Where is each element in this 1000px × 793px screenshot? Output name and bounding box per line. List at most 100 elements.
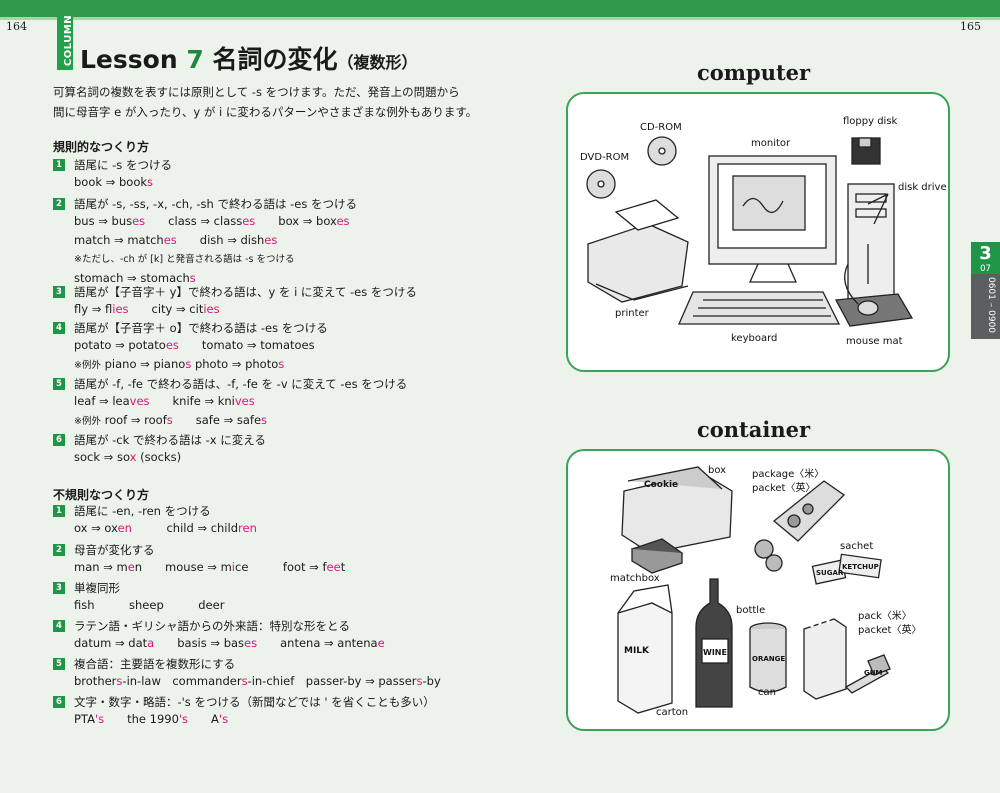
label-package: package〈米〉 [752, 469, 825, 480]
rule-number-badge: 4 [53, 322, 65, 334]
example-text: -in-chief passer-by ⇒ passer [247, 674, 417, 688]
rule-number-badge: 2 [53, 544, 65, 556]
example-text: photo ⇒ photo [191, 357, 279, 371]
label-dvdrom: DVD-ROM [580, 152, 630, 163]
example-line: stomach ⇒ stomachs [74, 270, 196, 287]
plural-ending: es [242, 214, 256, 228]
example-text: A [188, 712, 219, 726]
rule-title: 語尾が【子音字＋ o】で終わる語は -es をつける [74, 321, 328, 335]
plural-ending: es [163, 233, 177, 247]
example-line: PTA's the 1990's A's [74, 711, 228, 728]
column-tab: COLUMN [57, 14, 75, 70]
intro: 可算名詞の複数を表すには原則として -s をつけます。ただ、発音上の問題から 間… [53, 82, 493, 122]
plural-ending: ee [326, 560, 341, 574]
rule-number-badge: 1 [53, 505, 65, 517]
example-text: n mouse ⇒ m [134, 560, 232, 574]
plural-ending: s [278, 357, 285, 371]
label-printer: printer [615, 308, 649, 319]
plural-ending: ves [234, 394, 255, 408]
example-text: class ⇒ class [145, 214, 243, 228]
rule-title: 語尾が -s, -ss, -x, -ch, -sh で終わる語は -es をつけ… [74, 197, 358, 211]
label-pack: pack〈米〉 [858, 611, 912, 622]
container-heading: container [697, 417, 811, 442]
example-text: child ⇒ child [131, 521, 239, 535]
label-bottle: bottle [736, 605, 766, 616]
plural-ending: e [377, 636, 385, 650]
rule-title: 語尾が -ck で終わる語は -x に変える [74, 433, 266, 447]
rule-title: 母音が変化する [74, 543, 155, 557]
rule-title: 語尾に -en, -ren をつける [74, 504, 211, 518]
rule-title: 語尾が -f, -fe で終わる語は、-f, -fe を -v に変えて -es… [74, 377, 408, 391]
example-line: sock ⇒ sox (socks) [74, 449, 181, 466]
example-text: (socks) [136, 450, 182, 464]
lesson-main: 名詞の変化 [212, 45, 338, 74]
plural-ending: ies [112, 302, 129, 316]
plural-ending: s [416, 674, 423, 688]
plural-ending: s [185, 357, 192, 371]
example-text: PTA [74, 712, 95, 726]
example-text: t [340, 560, 346, 574]
plural-ending: en [117, 521, 132, 535]
rule-title: 複合語：主要語を複数形にする [74, 657, 236, 671]
example-text: sock ⇒ so [74, 450, 130, 464]
example-line: datum ⇒ data basis ⇒ bases antena ⇒ ante… [74, 635, 385, 652]
example-line: ※ただし、-ch が [k] と発音される語は -s をつける [74, 251, 295, 268]
drawn-text-orange: ORANGE [752, 655, 785, 663]
example-text: fish sheep deer [74, 598, 225, 612]
plural-ending: a [147, 636, 155, 650]
plural-ending: ren [238, 521, 257, 535]
plural-ending: es [244, 636, 258, 650]
example-line: leaf ⇒ leaves knife ⇒ knives [74, 393, 255, 410]
example-line: potato ⇒ potatoes tomato ⇒ tomatoes [74, 337, 315, 354]
column-label: COLUMN [63, 14, 75, 67]
example-text: brother [74, 674, 117, 688]
example-text: -by [422, 674, 441, 688]
label-packet-2: packet〈英〉 [858, 625, 922, 636]
rule-number-badge: 6 [53, 696, 65, 708]
lesson-sub: （複数形） [337, 53, 418, 72]
example-text: city ⇒ cit [128, 302, 204, 316]
drawn-text-wine: WINE [703, 648, 727, 657]
label-mousemat: mouse mat [846, 336, 903, 347]
rule-title: 単複同形 [74, 581, 120, 595]
chapter-sub: 07 [980, 264, 991, 274]
rule-number-badge: 1 [53, 159, 65, 171]
plural-ending: i [231, 560, 235, 574]
rule-number-badge: 5 [53, 378, 65, 390]
plural-ending: x [129, 450, 137, 464]
plural-ending: es [264, 233, 278, 247]
example-text: box ⇒ box [255, 214, 337, 228]
computer-drawing [586, 136, 914, 327]
computer-heading: computer [697, 60, 811, 85]
chapter-range: 0601 – 0900 [986, 276, 997, 334]
example-text: basis ⇒ bas [154, 636, 245, 650]
computer-illustration: CD-ROM DVD-ROM monitor floppy disk disk … [566, 92, 950, 372]
drawn-text-sugar: SUGAR [816, 569, 844, 577]
plural-ending: 's [178, 712, 189, 726]
example-text: safe ⇒ safe [172, 413, 262, 427]
example-line: fish sheep deer [74, 597, 224, 614]
example-text: bus ⇒ bus [74, 214, 133, 228]
drawn-text-milk: MILK [624, 646, 650, 656]
plural-ending: es [336, 214, 350, 228]
label-diskdrive: disk drive [898, 182, 947, 193]
plural-ending: ies [203, 302, 220, 316]
label-keyboard: keyboard [731, 333, 778, 344]
plural-ending: s [241, 674, 248, 688]
label-cdrom: CD-ROM [640, 122, 682, 133]
label-sachet: sachet [840, 541, 874, 552]
intro-line: 間に母音字 e が入ったり、y が i に変わるパターンやさまざまな例外もありま… [53, 105, 478, 119]
plural-ending: s [189, 271, 196, 285]
rule-number-badge: 3 [53, 286, 65, 298]
intro-line: 可算名詞の複数を表すには原則として -s をつけます。ただ、発音上の問題から [53, 85, 460, 99]
example-text: ※ただし、-ch が [k] と発音される語は -s をつける [74, 254, 295, 265]
lesson-word: Lesson [80, 45, 178, 74]
rule-title: ラテン語・ギリシャ語からの外来語：特別な形をとる [74, 619, 350, 633]
plural-ending: es [165, 338, 179, 352]
page-number-right: 165 [960, 20, 981, 33]
label-carton: carton [656, 707, 689, 718]
example-text: datum ⇒ dat [74, 636, 148, 650]
container-drawing: Cookie MILK WINE ORANGE SUGAR KETCHUP GU… [617, 466, 891, 714]
example-line: fly ⇒ flies city ⇒ cities [74, 301, 220, 318]
plural-ending: 's [94, 712, 105, 726]
